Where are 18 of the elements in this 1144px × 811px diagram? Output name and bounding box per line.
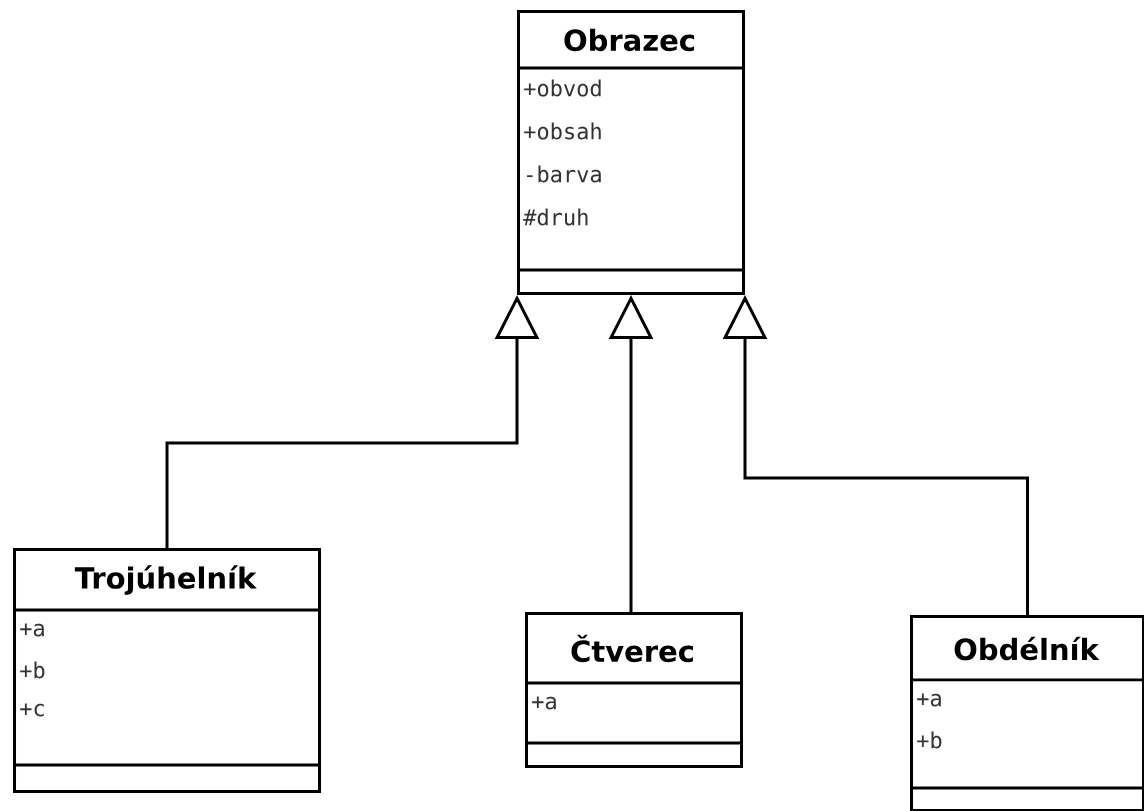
class-name: Trojúhelník: [74, 565, 257, 595]
attribute-text: +a: [917, 693, 941, 707]
class-name: Obrazec: [564, 28, 695, 52]
attribute-text: +b: [917, 731, 942, 749]
attribute-text: +b: [20, 661, 45, 679]
attribute-text: #druh: [523, 208, 588, 226]
attribute-text: +obvod: [524, 79, 601, 97]
attribute-text: -barva: [527, 165, 601, 183]
attribute-text: +obsah: [524, 122, 601, 140]
attribute-text: +a: [532, 696, 556, 710]
class-box: [910, 615, 1144, 811]
attribute-text: +c: [20, 703, 44, 717]
class-box: [517, 10, 745, 295]
class-name: Čtverec: [571, 634, 693, 663]
attribute-text: +a: [20, 623, 44, 637]
class-box: [13, 548, 321, 793]
class-box: [525, 612, 743, 768]
class-name: Obdélník: [954, 636, 1100, 661]
